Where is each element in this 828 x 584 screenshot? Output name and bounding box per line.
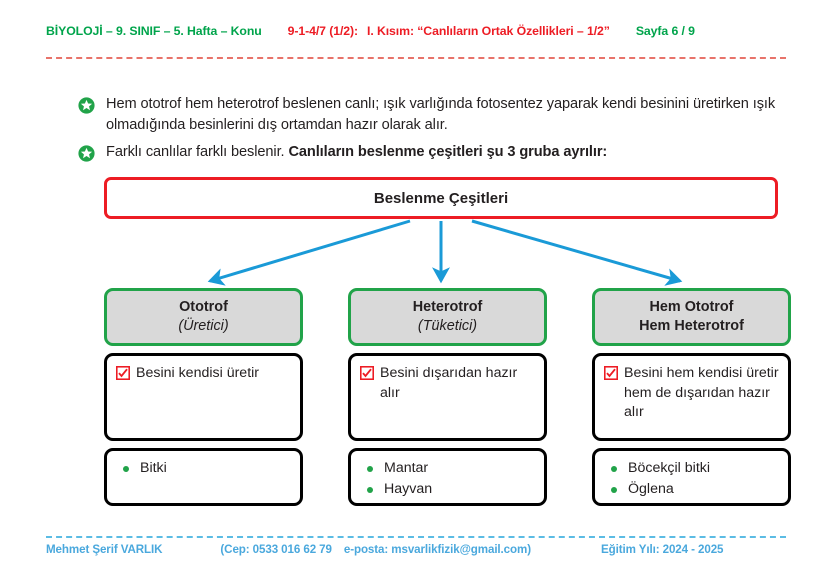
example-label: Böcekçil bitki [628,460,711,476]
red-checkbox-icon [115,365,130,380]
green-dot-icon [611,486,617,493]
header-subject: BİYOLOJİ – 9. SINIF – 5. Hafta – Konu [46,24,262,38]
list-item: Hem ototrof hem heterotrof beslenen canl… [78,94,778,136]
list-item: Farklı canlılar farklı beslenir. Canlıla… [78,142,778,163]
header-code: 9-1-4/7 (1/2): [287,24,359,38]
diagram-column-heterotrof: Heterotrof (Tüketici) Besini dışarıdan h… [348,288,547,506]
header-title-line: BİYOLOJİ – 9. SINIF – 5. Hafta – Konu 9-1… [46,24,788,38]
bullet-text-normal: Farklı canlılar farklı beslenir. [106,144,289,160]
category-title: Ototrof [179,299,228,315]
example-label: Öglena [628,481,674,497]
category-box: Ototrof (Üretici) [104,288,303,346]
list-item: Hayvan [367,479,535,500]
footer-author: Mehmet Şerif VARLIK [46,543,163,556]
diagram-root-box: Beslenme Çeşitleri [104,177,778,219]
category-title-line2: Hem Heterotrof [639,318,744,334]
diagram-column-ototrof: Ototrof (Üretici) Besini kendisi üretir … [104,288,303,506]
bullet-text-bold: Canlıların beslenme çeşitleri şu 3 gruba… [288,144,608,160]
green-star-bullet-icon [78,145,95,162]
examples-box: Bitki [104,448,303,506]
footer-phone: (Cep: 0533 016 62 79 [220,543,332,556]
bullet-text: Farklı canlılar farklı beslenir. Canlıla… [106,142,607,163]
arrow-to-ototrof [207,219,411,286]
list-item: Mantar [367,458,535,479]
category-box: Heterotrof (Tüketici) [348,288,547,346]
red-checkbox-icon [359,365,374,380]
example-label: Hayvan [384,481,433,497]
footer-divider [46,536,786,538]
example-label: Mantar [384,460,429,476]
footer-email: e-posta: msvarlikfizik@gmail.com) [343,543,531,556]
red-checkbox-icon [603,365,618,380]
list-item: Bitki [123,458,291,479]
example-label: Bitki [140,460,167,476]
header-topic: I. Kısım: “Canlıların Ortak Özellikleri … [367,24,610,38]
category-subtitle: (Tüketici) [417,318,478,334]
diagram-root-label: Beslenme Çeşitleri [373,189,509,207]
examples-box: Mantar Hayvan [348,448,547,506]
arrow-to-hem-ototrof-hem-heterotrof [471,219,683,286]
description-box: Besini kendisi üretir [104,353,303,441]
page-header: BİYOLOJİ – 9. SINIF – 5. Hafta – Konu 9-1… [0,0,828,70]
category-title: Heterotrof [412,299,483,315]
page-footer: Mehmet Şerif VARLIK (Cep: 0533 016 62 79 e… [46,543,788,556]
examples-box: Böcekçil bitki Öglena [592,448,791,506]
description-text: Besini kendisi üretir [136,365,260,381]
bullet-text: Hem ototrof hem heterotrof beslenen canl… [106,94,778,136]
diagram-column-hem-ototrof-hem-heterotrof: Hem Ototrof Hem Heterotrof Besini hem ke… [592,288,791,506]
description-box: Besini hem kendisi üretir hem de dışarıd… [592,353,791,441]
description-text: Besini hem kendisi üretir hem de dışarıd… [624,365,779,420]
category-subtitle: (Üretici) [178,318,229,334]
green-dot-icon [367,465,373,472]
bullet-list: Hem ototrof hem heterotrof beslenen canl… [78,94,778,169]
green-star-bullet-icon [78,97,95,114]
list-item: Öglena [611,479,779,500]
green-dot-icon [611,465,617,472]
category-title: Hem Ototrof [649,299,734,315]
category-box: Hem Ototrof Hem Heterotrof [592,288,791,346]
green-dot-icon [367,486,373,493]
footer-year: Eğitim Yılı: 2024 - 2025 [600,543,724,556]
description-box: Besini dışarıdan hazır alır [348,353,547,441]
header-page-number: Sayfa 6 / 9 [635,24,695,38]
bullet-text-normal: Hem ototrof hem heterotrof beslenen canl… [106,96,776,133]
header-divider [46,57,786,59]
green-dot-icon [123,465,129,472]
description-text: Besini dışarıdan hazır alır [380,365,518,401]
list-item: Böcekçil bitki [611,458,779,479]
